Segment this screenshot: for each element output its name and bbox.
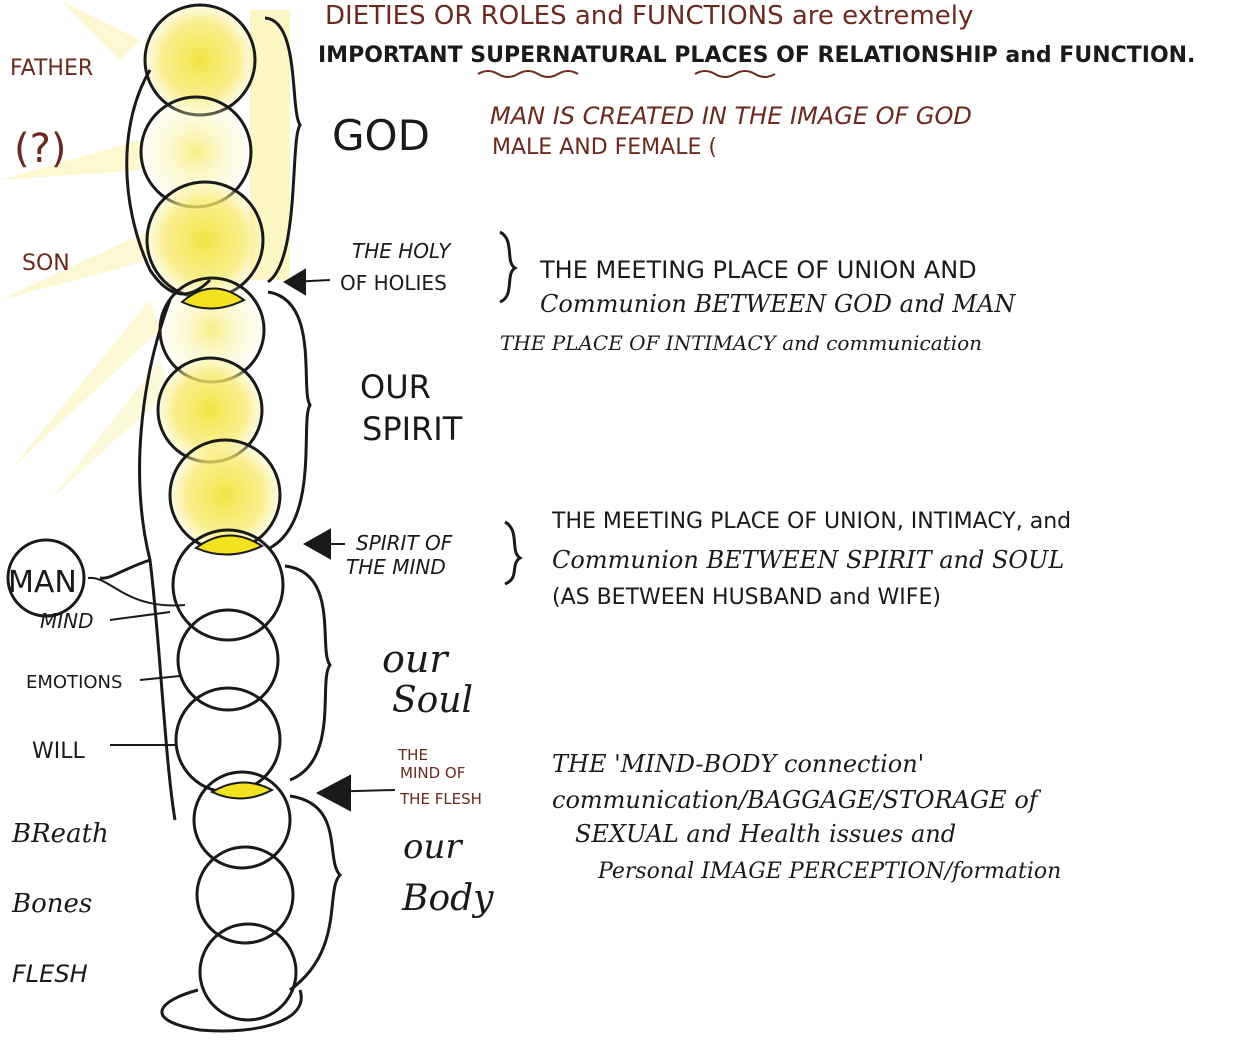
header-line-1: DIETIES OR ROLES and FUNCTIONS are extre… [325,1,973,31]
circle-column [139,3,298,1022]
arrow-holy-icon [283,268,331,296]
label-father: FATHER [10,56,93,81]
circle-emotions [176,608,280,712]
braces [264,16,523,992]
light-rays [0,0,290,500]
label-our-soul-1: our [382,637,450,681]
brace-holy [499,230,518,304]
circle-breath [192,770,292,870]
underline-supernatural [477,70,579,78]
man-marker [6,538,186,746]
circle-spirit-2 [168,438,282,552]
label-breath: BReath [11,819,109,849]
note-image-2: MALE AND FEMALE ( [492,135,717,160]
label-man: MAN [8,565,77,600]
header-line-2: IMPORTANT SUPERNATURAL PLACES OF RELATIO… [318,43,1195,68]
note-spirit-2: Communion BETWEEN SPIRIT and SOUL [552,546,1064,574]
note-flesh-2: communication/BAGGAGE/STORAGE of [552,786,1042,814]
label-mind-flesh-1: THE [397,746,428,764]
label-mind: MIND [40,609,94,633]
overlap-highlights [180,287,275,800]
label-will: WILL [32,739,85,764]
label-our-body-1: our [403,827,463,867]
label-our-spirit-1: OUR [360,368,431,406]
label-bones: Bones [11,889,92,919]
note-spirit-3: (AS BETWEEN HUSBAND and WIFE) [552,585,941,610]
arrow-spirit-mind-icon [302,528,345,560]
label-holy-1: THE HOLY [352,239,452,263]
note-flesh-3: SEXUAL and Health issues and [575,820,956,848]
underline-places [694,70,776,78]
label-mind-flesh-2: MIND OF [400,764,465,782]
arrow-mind-flesh-icon [315,774,396,812]
note-holy-3: THE PLACE OF INTIMACY and communication [500,331,982,355]
circle-flesh [198,922,298,1022]
label-son: SON [22,251,70,276]
label-our-soul-2: Soul [392,680,473,721]
brace-god [264,16,302,284]
label-god: GOD [332,111,430,160]
note-holy-1: THE MEETING PLACE OF UNION AND [539,256,977,284]
label-flesh: FLESH [12,960,88,988]
circle-mind [171,528,285,642]
note-flesh-4: Personal IMAGE PERCEPTION/formation [597,859,1061,884]
arrows [283,268,396,812]
label-spirit-mind-1: SPIRIT OF [356,531,453,555]
note-spirit-1: THE MEETING PLACE OF UNION, INTIMACY, an… [551,509,1071,534]
note-image-1: MAN IS CREATED IN THE IMAGE OF GOD [490,102,972,130]
label-holy-2: OF HOLIES [340,271,447,295]
note-holy-2: Communion BETWEEN GOD and MAN [540,290,1016,318]
brace-body [289,794,343,992]
note-flesh-1: THE 'MIND-BODY connection' [552,750,924,778]
brace-soul [284,564,332,782]
label-our-spirit-2: SPIRIT [362,410,463,448]
enclosing-loops [99,69,303,1033]
brace-spirit-mind [504,520,523,586]
circle-bones [195,845,295,945]
label-our-body-2: Body [401,878,494,919]
brace-spirit [267,290,312,550]
label-mind-flesh-3: THE FLESH [399,790,482,808]
label-emotions: EMOTIONS [26,672,122,693]
label-spirit-mind-2: THE MIND [346,555,446,579]
label-unknown: (?) [14,126,66,172]
